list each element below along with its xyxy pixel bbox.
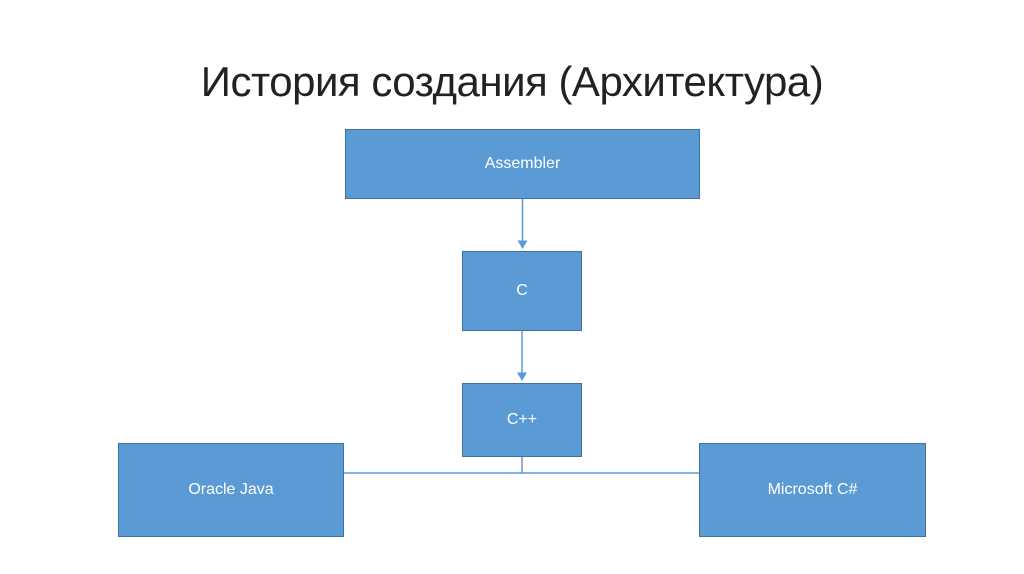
node-assembler-label: Assembler (484, 155, 561, 172)
node-c: C (462, 251, 582, 331)
node-c-label: C (516, 282, 528, 299)
node-cpp: C++ (462, 383, 582, 457)
edge-assembler-to-c (517, 199, 528, 249)
edge-c-to-cpp (517, 331, 527, 381)
slide-title: История создания (Архитектура) (200, 58, 824, 105)
node-cpp-label: C++ (506, 411, 538, 428)
node-microsoft-csharp-label: Microsoft C# (767, 481, 858, 498)
node-microsoft-csharp: Microsoft C# (699, 443, 926, 537)
arrowhead-down-icon (517, 240, 528, 249)
arrowhead-down-icon (517, 372, 527, 381)
node-oracle-java: Oracle Java (118, 443, 344, 537)
edge-cpp-branch (344, 457, 699, 474)
node-oracle-java-label: Oracle Java (188, 481, 274, 498)
node-assembler: Assembler (345, 129, 700, 199)
